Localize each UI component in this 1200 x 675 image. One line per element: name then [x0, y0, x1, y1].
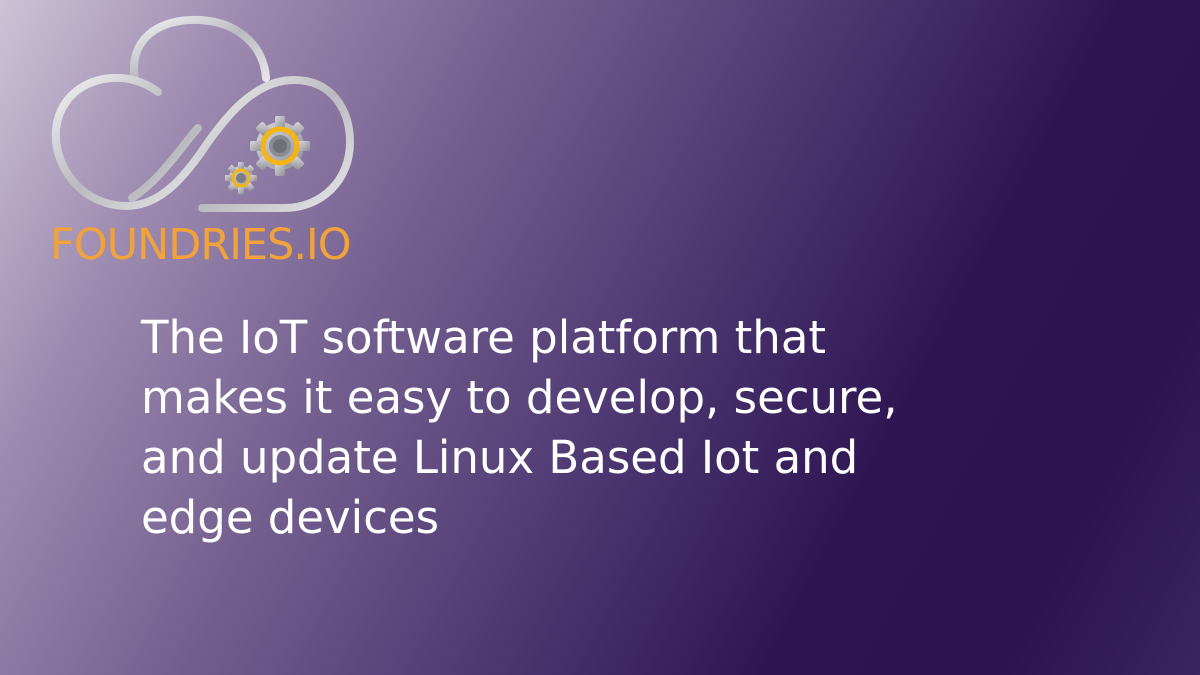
tagline: The IoT software platform that makes it … — [141, 308, 1141, 548]
tagline-line: and update Linux Based Iot and — [141, 431, 859, 484]
large-gear — [250, 116, 310, 176]
tagline-line: The IoT software platform that — [141, 311, 827, 364]
logo-wordmark: FOUNDRIES.IO — [50, 220, 352, 270]
small-gear — [225, 162, 257, 194]
foundries-logo: FOUNDRIES.IO — [40, 8, 370, 286]
tagline-line: makes it easy to develop, secure, — [141, 371, 898, 424]
tagline-line: edge devices — [141, 491, 440, 544]
cloud-infinity-gears-icon — [51, 15, 355, 212]
